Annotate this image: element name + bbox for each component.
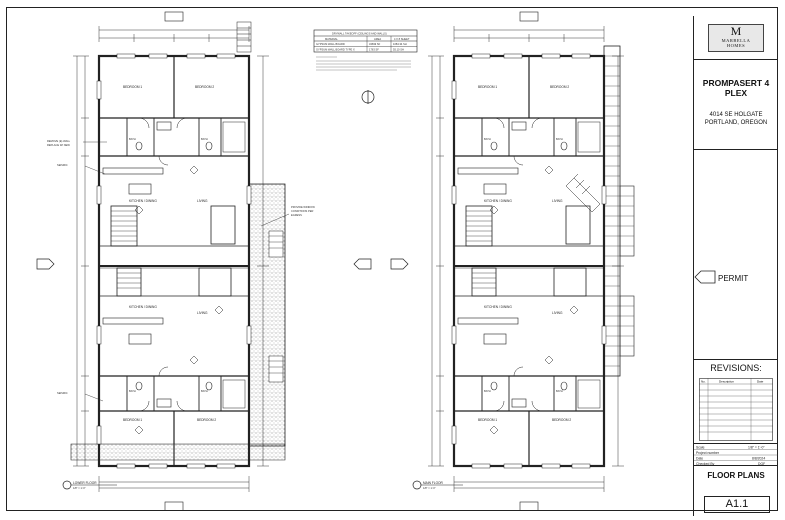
svg-text:MAIN FLOOR: MAIN FLOOR (423, 481, 444, 485)
permit-cell: PERMIT (694, 150, 778, 360)
takeoff-cell: 1084.34 SH (393, 42, 407, 46)
sheet-title: FLOOR PLANS (707, 471, 765, 480)
revisions-table: No. Description Date (699, 378, 773, 441)
takeoff-cell: 55.10 SH (393, 48, 404, 52)
main-floor-plan: BEDROOM 1 BEDROOM 2 KITCHEN / DINING LIV… (427, 11, 635, 510)
room-label: BEDROOM 1 (123, 85, 142, 89)
sheet-info-cell: Scale 1/8" = 1'-0" Project number Date 8… (694, 444, 778, 466)
room-label: LIVING (552, 311, 563, 315)
lower-floor-plan: REMOVE (E) WALL REPLACE W/ NEW SEISMIC S… (47, 11, 315, 510)
room-label: BEDROOM 2 (552, 418, 571, 422)
revisions-cell: REVISIONS: No. Description Date (694, 360, 778, 444)
note-callout: SEISMIC (57, 163, 68, 167)
room-label: BEDROOM 2 (195, 85, 214, 89)
svg-text:DGF: DGF (758, 462, 765, 466)
room-label: BEDROOM 2 (197, 418, 216, 422)
revisions-title: REVISIONS: (710, 363, 762, 373)
sheet-info-table: Scale 1/8" = 1'-0" Project number Date 8… (694, 445, 778, 466)
svg-text:1/8" = 1'-0": 1/8" = 1'-0" (423, 486, 436, 490)
company-logo: M MARBELLA HOMES (708, 24, 764, 52)
permit-label: PERMIT (718, 274, 749, 283)
room-label: KITCHEN / DINING (129, 305, 157, 309)
note-callout: CONDITIONS PER (291, 209, 313, 213)
note-callout: EGRESS (291, 213, 302, 217)
room-label: BEDROOM 1 (478, 85, 497, 89)
project-name: PROMPASERT 4 PLEX (702, 78, 770, 98)
room-label: BEDROOM 1 (478, 418, 497, 422)
room-label: LIVING (197, 311, 208, 315)
svg-text:8/8/2024: 8/8/2024 (752, 456, 765, 460)
svg-text:Project number: Project number (696, 451, 720, 455)
room-label: KITCHEN / DINING (484, 305, 512, 309)
note-callout: REPLACE W/ NEW (47, 143, 70, 147)
project-address: 4014 SE HOLGATE PORTLAND, OREGON (704, 112, 768, 126)
room-label: BATH (129, 137, 136, 141)
takeoff-header: 4 X 8 SHEET (394, 37, 410, 41)
room-label: KITCHEN / DINING (129, 199, 157, 203)
takeoff-cell: 1763 SF (369, 48, 379, 52)
svg-text:1/8" = 1'-0": 1/8" = 1'-0" (73, 486, 86, 490)
room-label: BATH (201, 137, 208, 141)
svg-text:Scale: Scale (696, 445, 705, 449)
room-label: BATH (129, 389, 136, 393)
room-label: BATH (484, 389, 491, 393)
note-callout: REMOVE (E) WALL (47, 139, 71, 143)
takeoff-cell: 34699 SF (369, 42, 381, 46)
svg-text:No.: No. (701, 380, 706, 384)
svg-text:Date: Date (757, 380, 764, 384)
note-callout: SEISMIC (57, 391, 68, 395)
svg-text:Date: Date (696, 456, 703, 460)
logo-cell: M MARBELLA HOMES (694, 16, 778, 60)
takeoff-cell: GYPSUM WALL BOARD (316, 42, 345, 46)
permit-arrow-icon (694, 270, 716, 284)
takeoff-title: DRYWALL TAKEOFF (CEILINGS AND WALLS) (332, 32, 387, 36)
floor-plan-drawing: REMOVE (E) WALL REPLACE W/ NEW SEISMIC S… (36, 11, 635, 510)
room-label: LIVING (552, 199, 563, 203)
room-label: KITCHEN / DINING (484, 199, 512, 203)
north-arrow-icon (361, 90, 375, 104)
svg-text:Checked By: Checked By (696, 462, 715, 466)
plan-title-main: MAIN FLOOR 1/8" = 1'-0" (412, 480, 463, 490)
sheet-number: A1.1 (704, 496, 770, 513)
svg-text:LOWER FLOOR: LOWER FLOOR (73, 481, 97, 485)
title-block: M MARBELLA HOMES PROMPASERT 4 PLEX 4014 … (693, 16, 778, 516)
room-label: BATH (556, 137, 563, 141)
room-label: BATH (484, 137, 491, 141)
takeoff-header: AREA (374, 37, 381, 41)
section-marker (36, 258, 409, 270)
takeoff-header: MATERIAL (325, 37, 338, 41)
svg-text:Description: Description (719, 380, 734, 384)
project-info-cell: PROMPASERT 4 PLEX 4014 SE HOLGATE PORTLA… (694, 60, 778, 150)
drawing-sheet: REMOVE (E) WALL REPLACE W/ NEW SEISMIC S… (6, 7, 778, 516)
plan-title-lower: LOWER FLOOR 1/8" = 1'-0" (62, 480, 117, 490)
room-label: BATH (556, 389, 563, 393)
note-callout: PROVIDE WINDOW (291, 205, 315, 209)
room-label: BEDROOM 2 (550, 85, 569, 89)
takeoff-cell: GYPSUM WALL BOARD TYPE X (316, 48, 355, 52)
room-label: BEDROOM 1 (123, 418, 142, 422)
room-label: LIVING (197, 199, 208, 203)
svg-text:1/8" = 1'-0": 1/8" = 1'-0" (748, 445, 765, 449)
room-label: BATH (201, 389, 208, 393)
drywall-takeoff-table: DRYWALL TAKEOFF (CEILINGS AND WALLS) MAT… (313, 29, 418, 71)
